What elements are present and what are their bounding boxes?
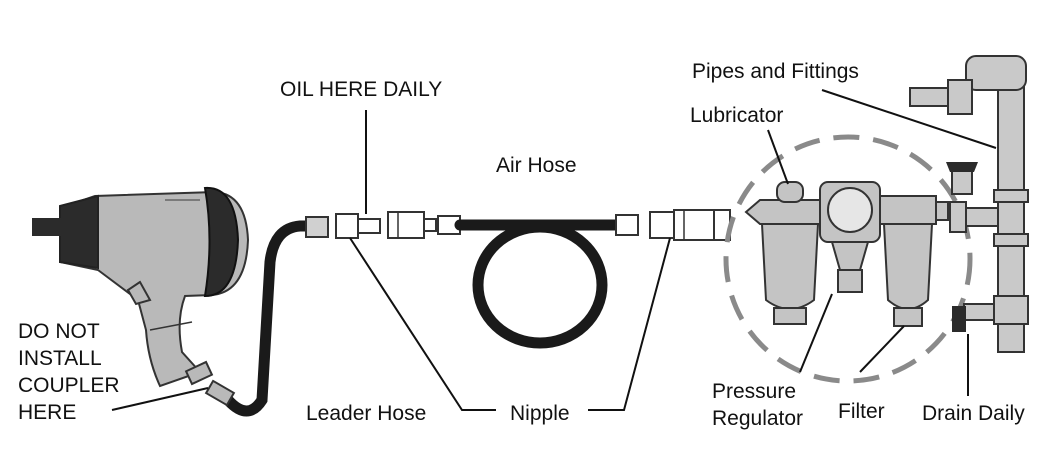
label-air-hose: Air Hose — [496, 154, 577, 177]
leader-hose — [204, 216, 329, 417]
label-oil-here-daily: OIL HERE DAILY — [280, 78, 443, 101]
label-line: INSTALL — [18, 347, 102, 370]
label-line: Regulator — [712, 407, 804, 430]
frl-highlight-circle — [723, 134, 973, 384]
filter — [879, 195, 949, 327]
label-lubricator: Lubricator — [690, 104, 784, 127]
coupler-nipple-right — [615, 209, 731, 241]
impact-wrench — [32, 186, 250, 388]
leader-lines — [111, 89, 997, 411]
label-filter: Filter — [838, 400, 885, 423]
label-nipple: Nipple — [510, 402, 570, 425]
label-pipes-and-fittings: Pipes and Fittings — [692, 60, 859, 83]
label-line: COUPLER — [18, 374, 120, 397]
label-pressure-regulator: Pressure Regulator — [712, 378, 803, 432]
label-drain-daily: Drain Daily — [922, 402, 1025, 425]
label-line: Pressure — [712, 380, 797, 403]
coupler-nipple-left — [335, 211, 461, 239]
lubricator — [744, 181, 821, 325]
label-line: HERE — [18, 401, 77, 424]
label-leader-hose: Leader Hose — [306, 402, 427, 425]
pressure-regulator — [819, 181, 881, 293]
pipes-and-fittings — [909, 55, 1029, 353]
air-hose — [454, 219, 626, 349]
label-line: DO NOT — [18, 320, 100, 343]
label-do-not-install-coupler: DO NOT INSTALL COUPLER HERE — [18, 318, 120, 426]
